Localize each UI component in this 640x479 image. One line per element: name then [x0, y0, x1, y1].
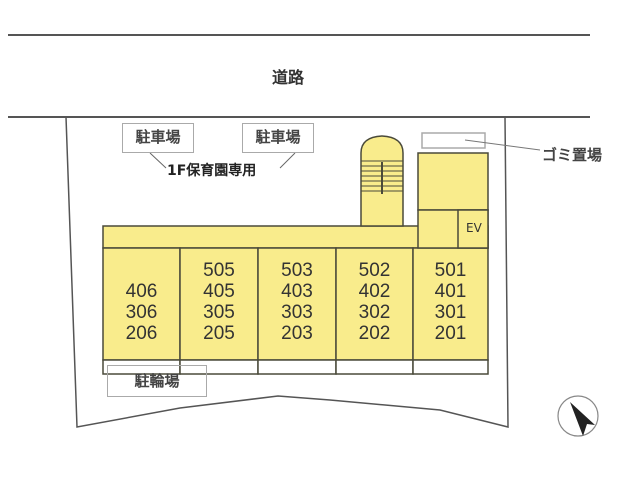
parking-note: 1F保育園専用 [167, 163, 257, 179]
room-number: 306 [125, 302, 158, 323]
room-number: 303 [281, 302, 313, 323]
elevator-label: EV [466, 221, 482, 235]
unit-stack-502: 502 402 302 202 [336, 252, 413, 344]
unit-stack-501: 501 401 301 201 [413, 252, 488, 344]
room-number: 505 [203, 260, 235, 281]
room-number: 406 [125, 281, 158, 302]
room-number: 302 [358, 302, 391, 323]
parking-leader-1 [149, 152, 167, 169]
north-arrow-icon [557, 395, 599, 437]
room-number: 201 [434, 323, 467, 344]
parking-label-2: 駐車場 [242, 123, 314, 153]
room-number: 405 [203, 281, 235, 302]
room-number: 203 [281, 323, 313, 344]
room-number: 501 [434, 260, 467, 281]
room-number: 503 [281, 260, 313, 281]
garbage-leader-line [464, 139, 541, 151]
room-number: 402 [358, 281, 391, 302]
room-number: 403 [281, 281, 313, 302]
balcony-5 [412, 359, 489, 375]
elevator-shaft [457, 209, 489, 249]
bicycle-parking-label: 駐輪場 [107, 365, 207, 397]
road-label: 道路 [272, 68, 305, 87]
stair-steps-icon [361, 160, 403, 194]
parking-leader-2 [279, 152, 296, 169]
room-number: 301 [434, 302, 467, 323]
room-number: 206 [125, 323, 158, 344]
lot-boundary [65, 116, 509, 428]
room-number: 502 [358, 260, 391, 281]
unit-col-5 [412, 247, 489, 361]
room-number: 401 [434, 281, 467, 302]
unit-col-4 [335, 247, 414, 361]
room-number: 305 [203, 302, 235, 323]
unit-stack-505: 505 405 305 205 [180, 252, 258, 344]
balcony-4 [335, 359, 414, 375]
garbage-label: ゴミ置場 [542, 146, 603, 164]
room-number: 205 [203, 323, 235, 344]
utility-room [417, 152, 489, 211]
room-number: 202 [358, 323, 391, 344]
garbage-area [421, 132, 486, 149]
balcony-3 [257, 359, 337, 375]
unit-stack-406: 406 306 206 [103, 252, 180, 344]
unit-stack-503: 503 403 303 203 [258, 252, 336, 344]
parking-label-1: 駐車場 [122, 123, 194, 153]
